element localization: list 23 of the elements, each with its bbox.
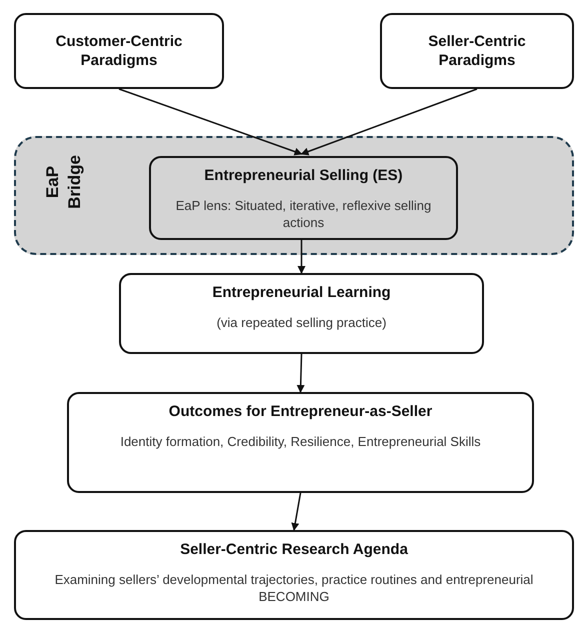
box-description: Examining sellers’ developmental trajectories, practice routines and entrepreneurial BECOMING [54, 571, 534, 605]
box-title: Entrepreneurial Selling (ES) [204, 166, 403, 185]
box-title: Seller-Centric Research Agenda [180, 540, 408, 559]
arrow [118, 88, 302, 156]
process-box [119, 273, 484, 354]
box-description: Identity formation, Credibility, Resilience, Entrepreneurial Skills [120, 433, 481, 450]
process-box [67, 392, 534, 493]
paradigm-box [14, 13, 224, 89]
paradigm-box [380, 13, 574, 89]
arrow [300, 88, 478, 156]
band-label: EaP Bridge [42, 154, 85, 211]
process-box [149, 156, 458, 240]
box-title: Customer-Centric Paradigms [54, 32, 184, 70]
arrow [298, 238, 306, 274]
bridge-band [14, 136, 574, 255]
box-title: Outcomes for Entrepreneur-as-Seller [168, 402, 432, 421]
box-description: (via repeated selling practice) [216, 314, 386, 331]
arrow [296, 354, 305, 393]
box-description: EaP lens: Situated, iterative, reflexive selling actions [174, 197, 432, 231]
arrow [291, 492, 302, 531]
process-box [14, 530, 574, 620]
box-title: Entrepreneurial Learning [212, 283, 391, 302]
box-title: Seller-Centric Paradigms [427, 32, 527, 70]
